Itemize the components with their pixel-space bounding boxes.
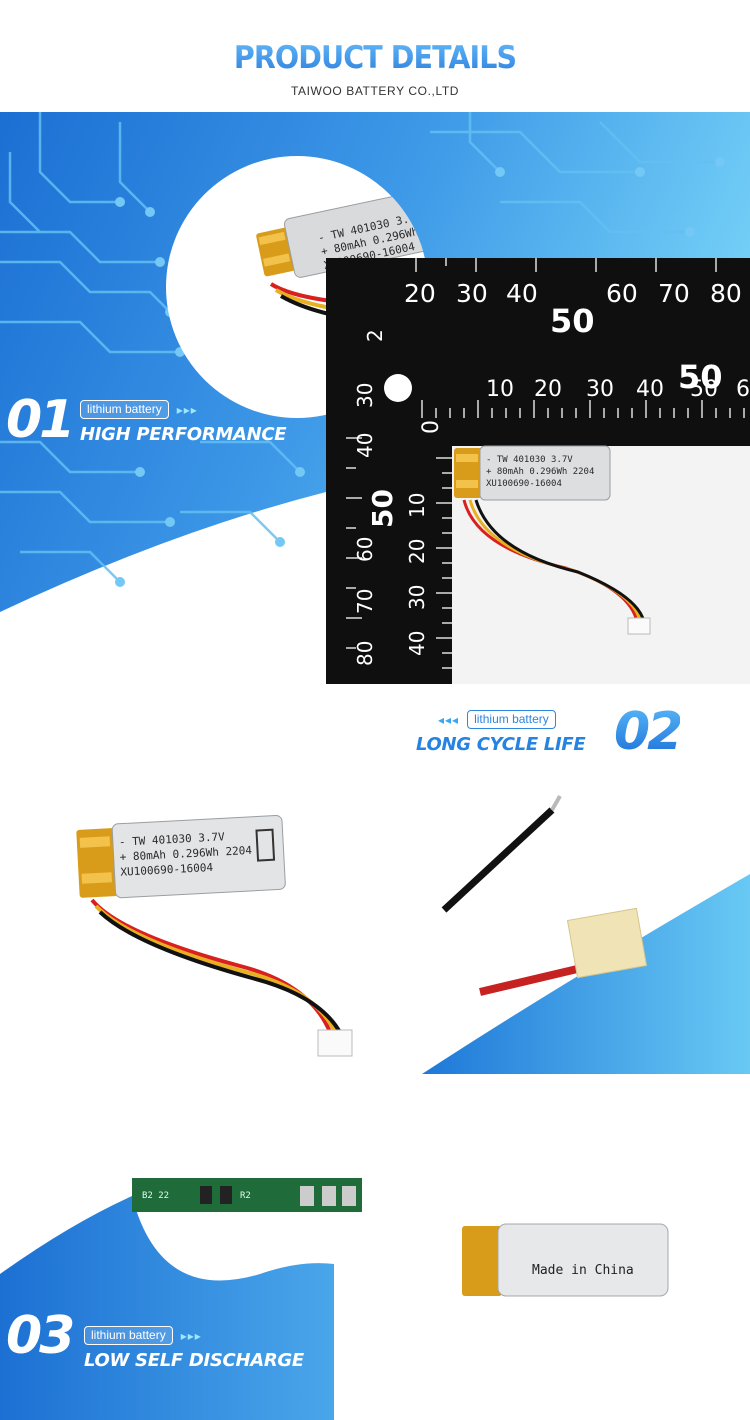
ruler-inner-left-label: 10 <box>405 493 429 518</box>
section-low-self-discharge: B2 22 R2 Made in China 03 lithium batter… <box>0 1074 750 1420</box>
ruler-inner-top-label: 30 <box>586 377 614 402</box>
battery-cell-photo: Made in China <box>462 1223 669 1297</box>
pcb-mark-mid: R2 <box>240 1191 251 1201</box>
ruler-label-line-3: XU100690-16004 <box>486 479 562 489</box>
ruler-inner-left-labels: 10 20 30 40 <box>405 493 429 656</box>
page-title: PRODUCT DETAILS <box>30 40 720 76</box>
section-2-background: - TW 401030 3.7V + 80mAh 0.296Wh 2204 XU… <box>76 795 750 1074</box>
section-title: LOW SELF DISCHARGE <box>84 1350 304 1371</box>
page-header: PRODUCT DETAILS TAIWOO BATTERY CO.,LTD <box>0 0 750 112</box>
ruler-left-label: 70 <box>353 589 377 614</box>
main-label-line-1: - TW 401030 3.7V <box>119 830 226 849</box>
ruler-inner-top-label: 0 <box>419 420 444 434</box>
connector <box>317 1029 353 1057</box>
pcb-mark-left: B2 22 <box>142 1191 169 1201</box>
cell-label: Made in China <box>532 1263 634 1278</box>
ruler-top-label: 60 <box>606 279 638 308</box>
ruler-ticks <box>346 258 745 669</box>
section-title: LONG CYCLE LIFE <box>416 734 586 755</box>
ruler-inner-top-label: 40 <box>636 377 664 402</box>
ruler-top-label: 80 <box>710 279 742 308</box>
tagline-03-tag: lithium battery ▸▸▸ <box>84 1326 202 1345</box>
ruler-battery: - TW 401030 3.7V + 80mAh 0.296Wh 2204 XU… <box>454 445 651 635</box>
section-number: 03 <box>6 1306 75 1366</box>
circuit-pads <box>115 157 725 587</box>
tagline-01-title: HIGH PERFORMANCE <box>80 424 287 445</box>
section-long-cycle-life: - TW 401030 3.7V + 80mAh 0.296Wh 2204 XU… <box>0 684 750 1074</box>
pcb-board: B2 22 R2 <box>132 1178 362 1212</box>
ruler-left-labels: 2 30 40 50 60 70 80 <box>353 329 399 666</box>
ruler-left-label: 40 <box>353 433 377 458</box>
ruler-inner-left-label: 30 <box>405 585 429 610</box>
arrow-right-icon: ▸▸▸ <box>176 402 198 417</box>
ruler-inner-top-labels: 0 10 20 30 40 50 6 <box>419 377 750 434</box>
ruler-inner-left-label: 40 <box>405 631 429 656</box>
ruler-photo: 20 30 40 50 60 70 80 50 0 10 20 30 40 50… <box>326 258 750 684</box>
lithium-battery-tag: lithium battery <box>80 400 169 419</box>
tagline-03-title: LOW SELF DISCHARGE <box>84 1352 304 1370</box>
ruler-top-label: 20 <box>404 279 436 308</box>
ruler-inner-top-label: 50 <box>690 377 718 402</box>
tagline-01: 01 <box>6 390 75 450</box>
section-3-background: B2 22 R2 Made in China <box>0 1178 669 1420</box>
arrow-left-icon: ◂◂◂ <box>438 712 460 727</box>
black-wire <box>441 807 555 913</box>
ruler-label-line-1: - TW 401030 3.7V <box>486 455 573 465</box>
ruler-inner-top-label: 10 <box>486 377 514 402</box>
ruler-top-labels: 20 30 40 50 60 70 80 <box>404 279 742 340</box>
ruler-left-label: 50 <box>366 489 399 528</box>
ruler-left-top: 2 <box>363 329 387 342</box>
section-number: 02 <box>614 702 683 762</box>
lithium-battery-tag: lithium battery <box>467 710 556 729</box>
section-high-performance: - TW 401030 3.7V + 80mAh 0.296Wh 2204 XU… <box>0 112 750 684</box>
section-title: HIGH PERFORMANCE <box>80 424 287 445</box>
ruler-inner-top-label: 20 <box>534 377 562 402</box>
section-number: 01 <box>6 390 75 450</box>
ruler-top-label: 40 <box>506 279 538 308</box>
ruler-left-label: 60 <box>353 537 377 562</box>
ruler-left-label: 30 <box>353 383 377 408</box>
ruler-inner-left-label: 20 <box>405 539 429 564</box>
red-wire <box>479 962 591 996</box>
ruler-graphic: 20 30 40 50 60 70 80 50 0 10 20 30 40 50… <box>326 258 750 684</box>
lithium-battery-tag: lithium battery <box>84 1326 173 1345</box>
tagline-03: 03 <box>6 1306 75 1366</box>
tagline-01-tag: lithium battery ▸▸▸ <box>80 400 198 419</box>
company-name: TAIWOO BATTERY CO.,LTD <box>290 84 460 98</box>
tagline-02: 02 <box>614 702 683 762</box>
ruler-top-label: 70 <box>658 279 690 308</box>
ruler-top-label: 50 <box>550 302 595 340</box>
ruler-top-label: 30 <box>456 279 488 308</box>
tagline-02-title: LONG CYCLE LIFE <box>416 734 586 755</box>
battery-main-photo: - TW 401030 3.7V + 80mAh 0.296Wh 2204 XU… <box>76 815 286 899</box>
ruler-label-line-2: + 80mAh 0.296Wh 2204 <box>486 467 594 477</box>
tape-piece <box>566 907 648 979</box>
main-label-line-3: XU100690-16004 <box>120 861 214 879</box>
arrow-right-icon: ▸▸▸ <box>180 1328 202 1343</box>
ruler-inner-top-label: 6 <box>736 377 750 402</box>
ruler-left-label: 80 <box>353 641 377 666</box>
circuit-traces <box>0 112 720 583</box>
tagline-02-tag: ◂◂◂ lithium battery <box>438 710 556 729</box>
ruler-inner-big-label: 50 <box>678 358 723 396</box>
